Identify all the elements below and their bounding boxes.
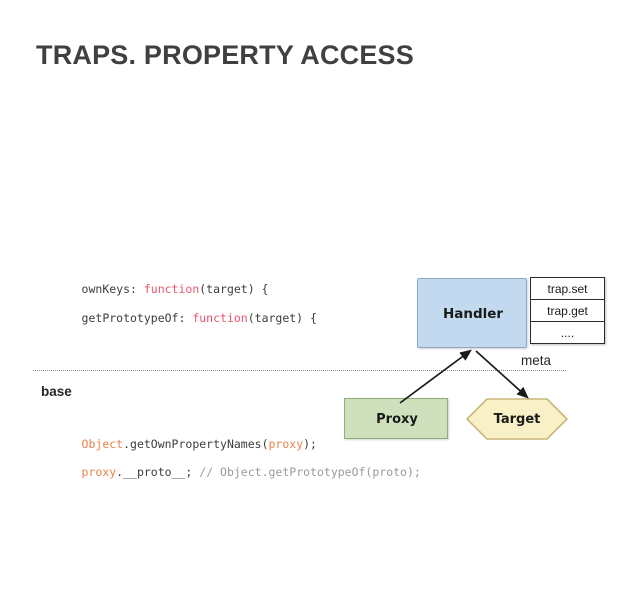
proxy-label: Proxy	[376, 412, 418, 427]
arrow-proxy-to-handler	[399, 349, 472, 404]
target-shape[interactable]: Target	[465, 397, 569, 441]
target-hexagon-icon	[466, 398, 568, 440]
code-line-proto: proxy.__proto__; // Object.getPrototypeO…	[40, 451, 421, 493]
code-token: );	[303, 437, 317, 451]
page-title: TRAPS. PROPERTY ACCESS	[36, 40, 414, 70]
handler-box[interactable]: Handler	[417, 278, 527, 348]
code-token-comment: // Object.getPrototypeOf(proto);	[199, 465, 421, 479]
code-line-getownpropertynames: Object.getOwnPropertyNames(proxy);	[40, 423, 317, 465]
base-label: base	[41, 384, 72, 399]
trap-item-more[interactable]: ....	[530, 321, 605, 344]
code-token-keyword: function	[192, 311, 248, 325]
code-token: (target) {	[247, 311, 317, 325]
diagram-board: ownKeys: function(target) { getPrototype…	[0, 120, 638, 479]
meta-label: meta	[521, 353, 552, 368]
handler-label: Handler	[442, 306, 504, 322]
code-line-getprototypeof: getPrototypeOf: function(target) {	[40, 297, 317, 339]
trap-item-get[interactable]: trap.get	[530, 299, 605, 322]
code-token: (target) {	[199, 282, 269, 296]
base-meta-divider	[33, 370, 566, 371]
proxy-box[interactable]: Proxy	[344, 398, 448, 439]
arrow-handler-to-target	[475, 350, 529, 399]
code-token: .__proto__;	[116, 465, 200, 479]
code-token-object: Object	[81, 437, 124, 451]
target-label: Target	[493, 411, 541, 427]
code-token: getPrototypeOf:	[81, 311, 193, 325]
code-token-object: proxy	[81, 465, 117, 479]
code-token: ownKeys:	[81, 282, 144, 296]
code-line-ownkeys: ownKeys: function(target) {	[40, 268, 269, 310]
trap-list: trap.set trap.get ....	[530, 277, 605, 344]
code-token-object: proxy	[268, 437, 304, 451]
slide-canvas: TRAPS. PROPERTY ACCESS ownKeys: function…	[0, 40, 638, 479]
code-token: .getOwnPropertyNames(	[123, 437, 269, 451]
code-token-keyword: function	[143, 282, 200, 296]
trap-item-set[interactable]: trap.set	[530, 277, 605, 300]
